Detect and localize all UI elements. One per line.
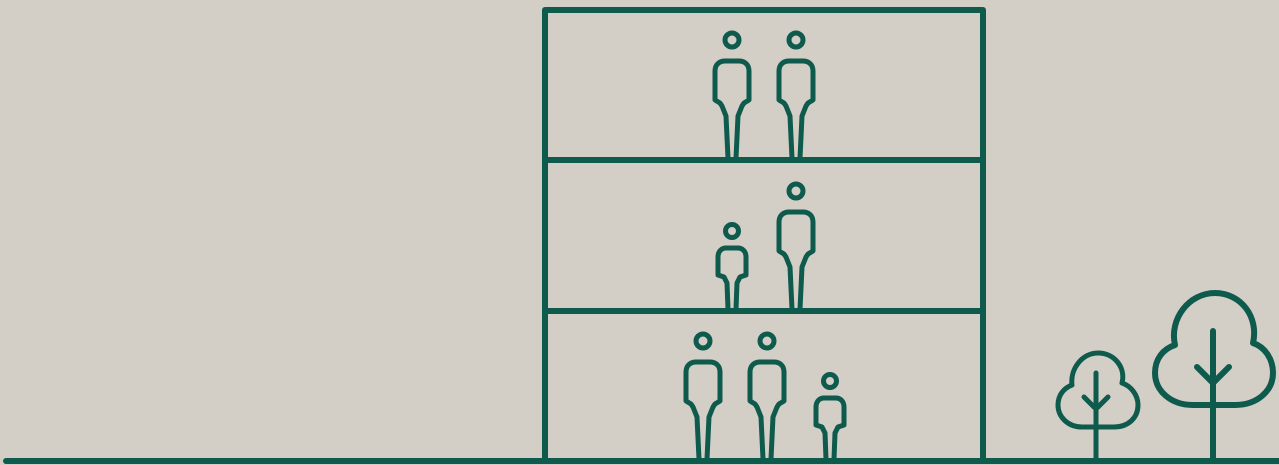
person-head: [726, 225, 739, 238]
person-body: [779, 61, 813, 158]
child-person-icon: [816, 375, 844, 460]
person-head: [696, 334, 710, 348]
building: [545, 10, 983, 461]
person-head: [789, 184, 803, 198]
adult-person-icon: [715, 33, 749, 158]
floor-top: [715, 33, 813, 158]
person-head: [824, 375, 837, 388]
floor-middle: [718, 184, 813, 309]
person-body: [715, 61, 749, 158]
adult-person-icon: [779, 184, 813, 309]
building-frame: [545, 10, 983, 461]
adult-person-icon: [750, 334, 784, 459]
person-body: [718, 248, 746, 309]
person-body: [750, 362, 784, 459]
person-body: [779, 212, 813, 309]
person-head: [760, 334, 774, 348]
person-body: [816, 398, 844, 459]
person-head: [725, 33, 739, 47]
floor-ground: [686, 334, 844, 459]
person-body: [686, 362, 720, 459]
large-tree-icon: [1155, 293, 1273, 461]
adult-person-icon: [779, 33, 813, 158]
child-person-icon: [718, 225, 746, 310]
small-tree-icon: [1058, 353, 1138, 461]
person-head: [789, 33, 803, 47]
adult-person-icon: [686, 334, 720, 459]
